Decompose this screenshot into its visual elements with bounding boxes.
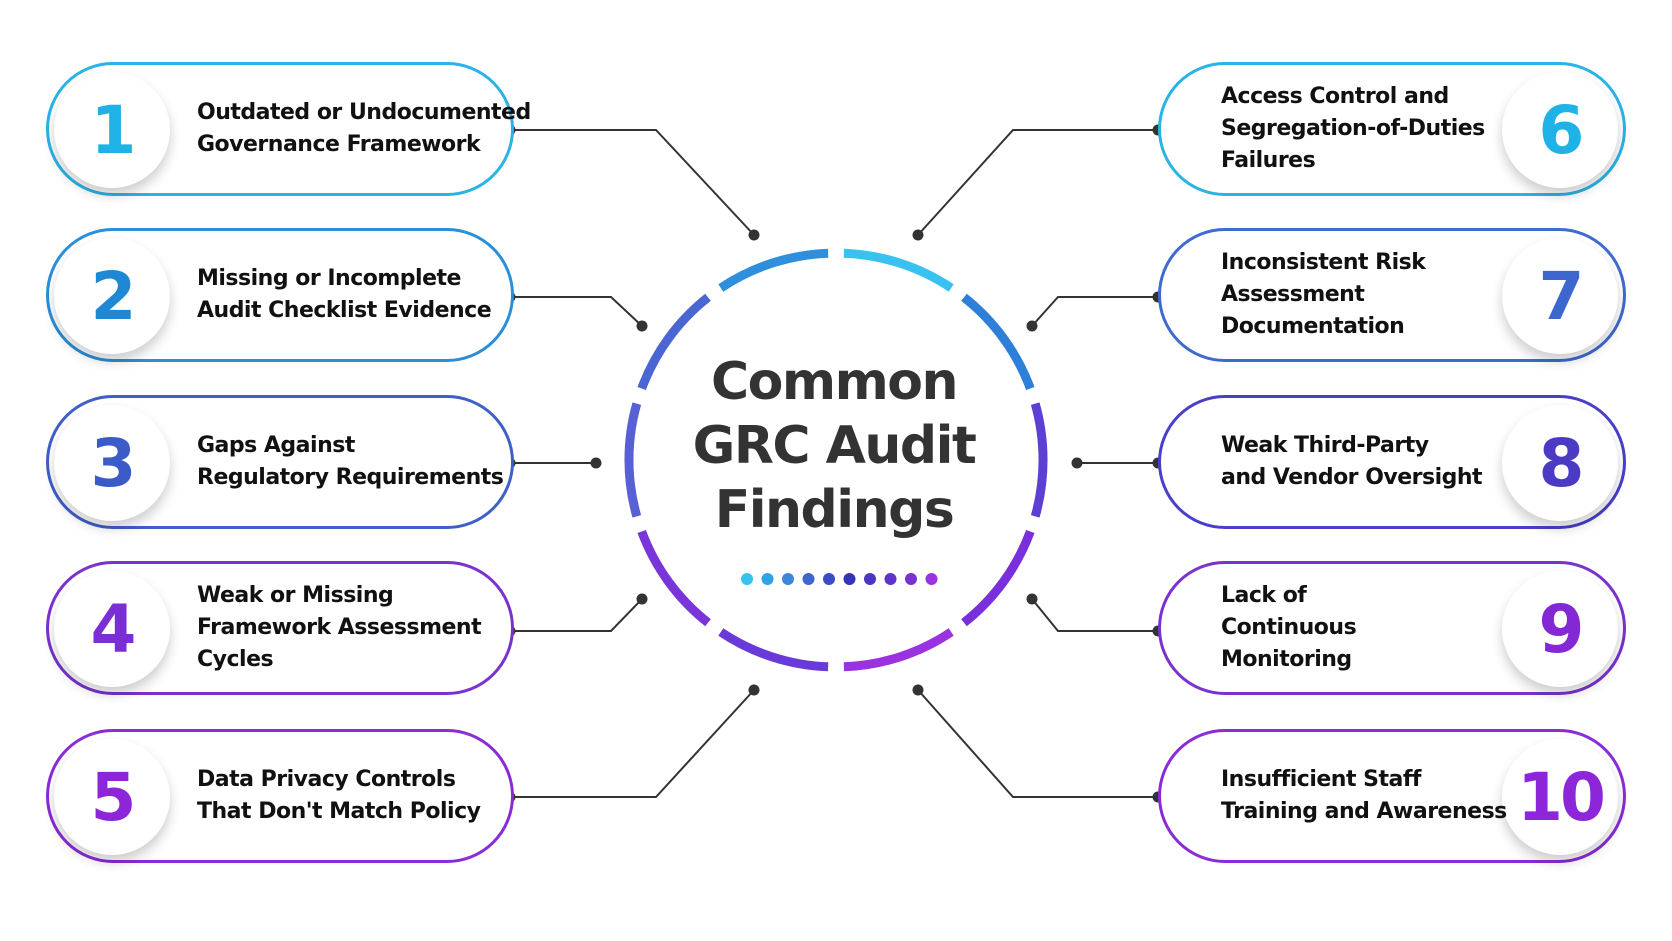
finding-label-line: Segregation-of-Duties: [1221, 116, 1485, 141]
decorative-dot: [843, 573, 856, 585]
finding-label-line: Continuous: [1221, 615, 1357, 640]
decorative-dot: [925, 573, 938, 585]
connector-line: [510, 689, 755, 798]
connector-dot: [748, 229, 760, 241]
finding-label-line: Lack of: [1221, 583, 1307, 608]
title-line: Common: [711, 352, 959, 412]
connector-dot: [1026, 593, 1038, 605]
connector-line: [510, 129, 755, 236]
connector-dot: [748, 684, 760, 696]
finding-number-badge: 8: [1502, 405, 1618, 521]
finding-label-line: Training and Awareness: [1221, 799, 1507, 824]
connector-line: [510, 598, 643, 632]
finding-label-line: Documentation: [1221, 314, 1405, 339]
connector-dot: [912, 229, 924, 241]
decorative-dot: [823, 573, 835, 585]
finding-number-badge: 1: [54, 72, 170, 188]
finding-number-badge: 5: [54, 739, 170, 855]
finding-label-line: Gaps Against: [197, 433, 355, 458]
connector-dot: [1026, 320, 1038, 332]
ring-segment: [1030, 402, 1048, 518]
ring-segment: [718, 628, 829, 672]
finding-label-line: Failures: [1221, 148, 1316, 173]
decorative-dot-row: [741, 573, 938, 585]
connector-line: [510, 296, 643, 327]
decorative-dot: [761, 573, 774, 585]
finding-number-badge: 6: [1502, 72, 1618, 188]
finding-number-badge: 7: [1502, 238, 1618, 354]
ring-segment: [718, 248, 829, 292]
finding-number-badge: 2: [54, 238, 170, 354]
ring-segment: [961, 293, 1035, 391]
connector-dot: [636, 593, 648, 605]
connector-dot: [636, 320, 648, 332]
center-circle: [634, 258, 1038, 662]
finding-card-8: 8 Weak Third-Party and Vendor Oversight: [1158, 395, 1626, 529]
finding-label-line: Weak or Missing: [197, 583, 394, 608]
finding-label-line: Cycles: [197, 647, 274, 672]
finding-label-line: Access Control and: [1221, 84, 1449, 109]
connector-line: [917, 129, 1158, 236]
finding-label-line: Regulatory Requirements: [197, 465, 504, 490]
connector-dot: [590, 457, 602, 469]
title-line: Findings: [714, 480, 955, 540]
finding-label-line: Assessment: [1221, 282, 1365, 307]
connector-dot: [1071, 457, 1083, 469]
decorative-dot: [864, 573, 876, 585]
finding-label-line: Inconsistent Risk: [1221, 250, 1426, 275]
finding-label-line: Insufficient Staff: [1221, 767, 1421, 792]
finding-label-line: Data Privacy Controls: [197, 767, 456, 792]
finding-label-line: and Vendor Oversight: [1221, 465, 1483, 490]
decorative-dot: [782, 573, 794, 585]
ring-segment: [843, 248, 954, 292]
ring-segment: [637, 529, 711, 627]
finding-label-line: Outdated or Undocumented: [197, 100, 531, 125]
finding-number-badge: 10: [1502, 739, 1618, 855]
finding-label-line: Framework Assessment: [197, 615, 482, 640]
title-line: GRC Audit: [692, 416, 977, 476]
finding-label-line: Weak Third-Party: [1221, 433, 1429, 458]
finding-label-line: Monitoring: [1221, 647, 1352, 672]
connector-line: [917, 689, 1158, 798]
ring-segment: [637, 293, 711, 391]
finding-label-line: That Don't Match Policy: [197, 799, 481, 824]
finding-number-badge: 4: [54, 571, 170, 687]
finding-number-badge: 9: [1502, 571, 1618, 687]
ring-segment: [961, 529, 1035, 627]
finding-number-badge: 3: [54, 405, 170, 521]
finding-label: Weak Third-Party and Vendor Oversight: [1221, 398, 1483, 526]
decorative-dot: [884, 573, 897, 585]
ring-segment: [843, 628, 954, 672]
connector-line: [1031, 296, 1158, 327]
diagram-title: Common GRC Audit Findings: [684, 350, 984, 542]
decorative-dot: [741, 573, 753, 585]
decorative-dot: [802, 573, 815, 585]
connector-dot: [912, 684, 924, 696]
connector-line: [1031, 598, 1158, 632]
ring-segment: [624, 402, 642, 518]
decorative-dot: [905, 573, 917, 585]
finding-label-line: Governance Framework: [197, 132, 481, 157]
finding-label-line: Audit Checklist Evidence: [197, 298, 492, 323]
finding-label-line: Missing or Incomplete: [197, 266, 461, 291]
